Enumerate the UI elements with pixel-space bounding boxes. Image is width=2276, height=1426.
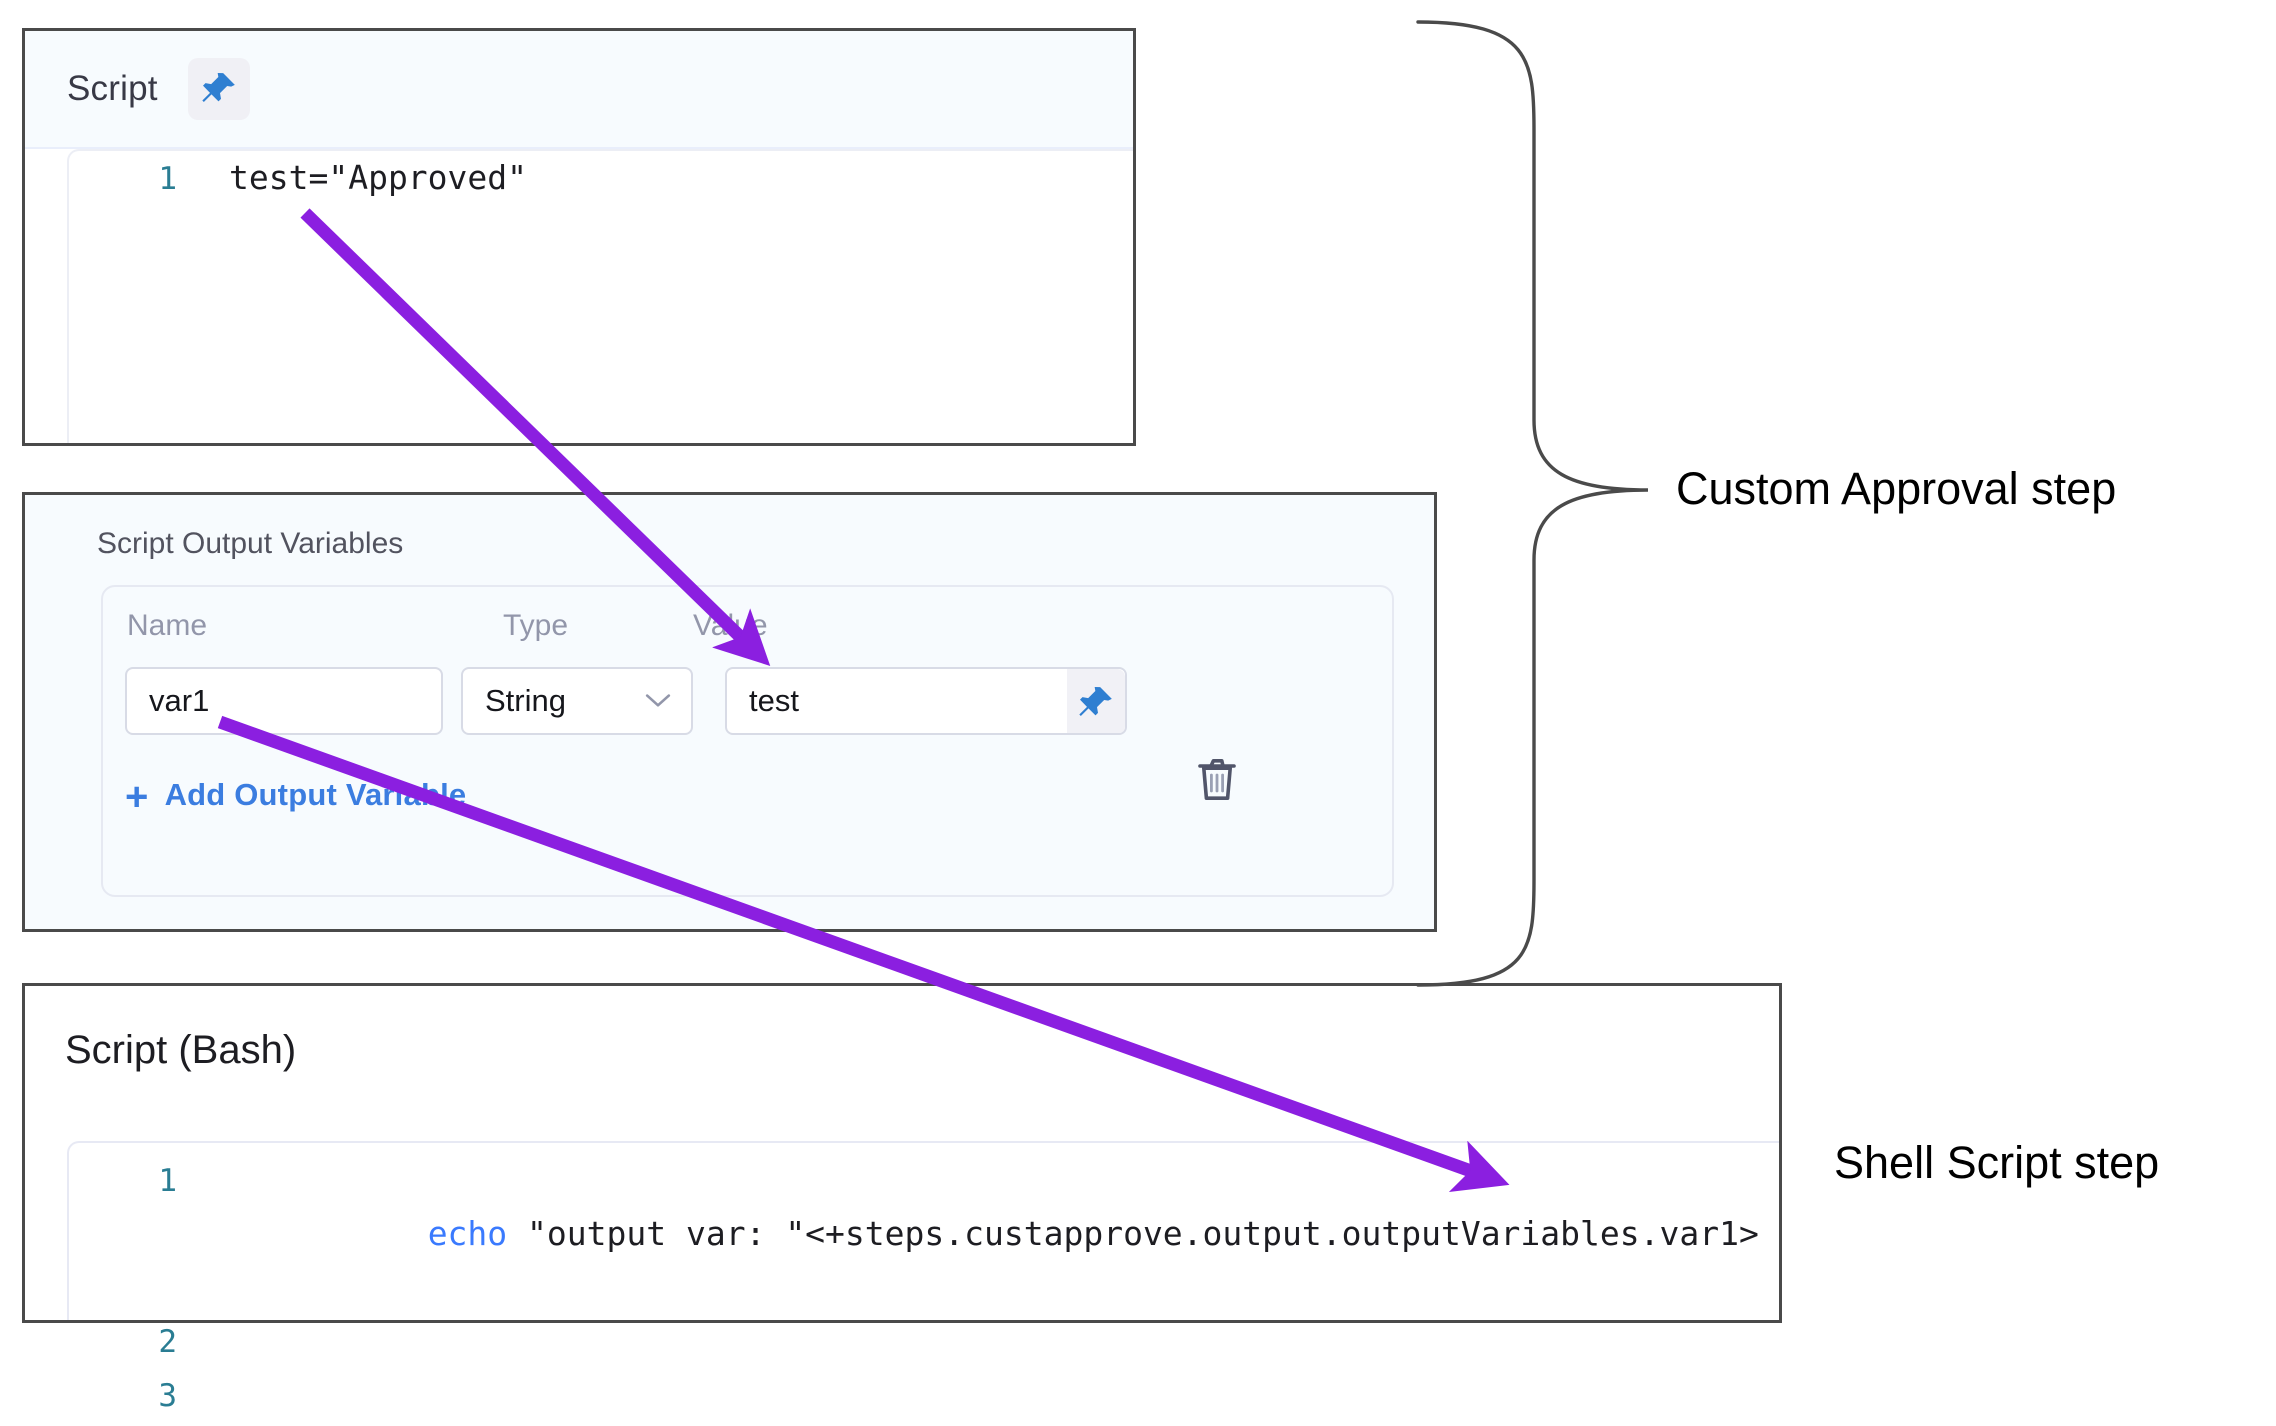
script-code-editor[interactable]: 1 test="Approved" [67,149,1133,443]
bash-script-panel: Script (Bash) 1 echo "output var: "<+ste… [22,983,1782,1414]
annotation-custom-approval-step: Custom Approval step [1676,463,2117,514]
add-output-variable-label: Add Output Variable [164,777,467,812]
bash-script-title: Script (Bash) [65,1028,297,1072]
code-line-text: test="Approved" [229,158,528,197]
chevron-down-icon [645,694,671,707]
script-output-variables-panel: Script Output Variables Name Type Value … [22,492,1437,932]
column-header-type: Type [503,609,569,642]
code-line-text: echo "output var: "<+steps.custapprove.o… [177,1153,1759,1315]
line-number: 3 [158,1378,177,1414]
script-panel-title: Script [67,69,158,108]
variable-type-select[interactable]: String [461,667,693,735]
line-number: 1 [158,161,177,197]
variable-value-field: test [725,667,1127,735]
script-panel: Script 1 test="Approved" [22,28,1136,446]
bash-code-editor[interactable]: 1 echo "output var: "<+steps.custapprove… [67,1141,1779,1414]
table-row: var1 String test [103,667,1392,800]
code-line: 3 [69,1369,1779,1423]
line-number: 2 [158,1324,177,1360]
value-pin-icon-button[interactable] [1067,669,1125,733]
annotation-shell-script-step: Shell Script step [1834,1137,2160,1188]
variable-type-value: String [485,683,566,718]
add-output-variable-button[interactable]: + Add Output Variable [125,775,467,819]
curly-brace [1416,20,1649,987]
code-line-rest: "output var: "<+steps.custapprove.output… [507,1214,1759,1253]
line-number: 1 [158,1163,177,1199]
pin-icon-button[interactable] [187,58,250,120]
variable-value-input[interactable]: test [749,683,799,718]
table-column-headers: Name Type Value [103,609,1392,649]
column-header-name: Name [127,609,208,642]
delete-row-button[interactable] [1193,751,1241,807]
pin-icon [1079,687,1112,716]
column-header-value: Value [693,609,768,642]
trash-icon [1198,759,1236,800]
code-line: 1 echo "output var: "<+steps.custapprove… [69,1153,1779,1315]
output-variables-table: Name Type Value var1 String test [101,585,1394,897]
variable-name-input[interactable]: var1 [125,667,443,735]
pin-icon [202,73,235,102]
script-panel-header: Script [25,31,1133,149]
code-line: 2 [69,1315,1779,1369]
script-output-variables-title: Script Output Variables [97,527,404,560]
code-keyword: echo [427,1214,508,1253]
code-line: 1 test="Approved" [69,151,1133,206]
